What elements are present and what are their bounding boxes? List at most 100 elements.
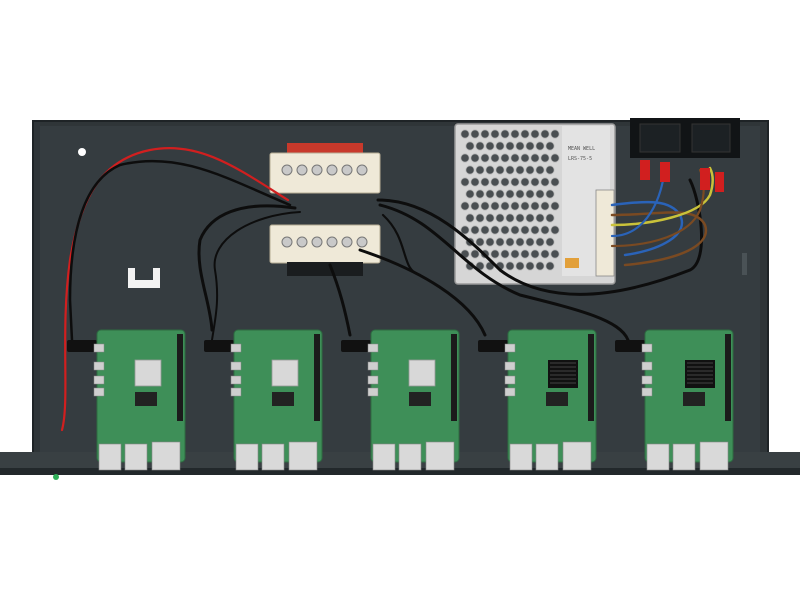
psu-model-label: LRS-75-5	[568, 156, 592, 162]
ethernet-port	[562, 441, 592, 471]
power-plug	[478, 340, 508, 352]
hdmi-port-icon	[93, 375, 105, 385]
vent-hole	[520, 129, 530, 139]
vent-hole	[525, 165, 535, 175]
vent-hole	[465, 165, 475, 175]
vent-hole	[515, 261, 525, 271]
vent-hole	[550, 129, 560, 139]
vent-hole	[530, 177, 540, 187]
vent-hole	[540, 129, 550, 139]
vent-hole	[480, 129, 490, 139]
vent-hole	[480, 201, 490, 211]
usb-port-icon	[261, 443, 285, 471]
gpio-header	[314, 334, 320, 421]
vent-hole	[545, 189, 555, 199]
vent-hole	[530, 225, 540, 235]
vent-hole	[510, 249, 520, 259]
vent-hole	[505, 261, 515, 271]
vent-hole	[510, 177, 520, 187]
gpio-header	[451, 334, 457, 421]
usb-port-icon	[535, 443, 559, 471]
vent-hole	[550, 201, 560, 211]
vent-hole	[490, 201, 500, 211]
vent-hole	[475, 165, 485, 175]
vent-hole	[480, 177, 490, 187]
vent-hole	[520, 177, 530, 187]
wire-black-psu-2	[376, 178, 703, 296]
vent-hole	[460, 225, 470, 235]
vent-hole	[545, 213, 555, 223]
vent-hole	[520, 249, 530, 259]
usb-port-icon	[509, 443, 533, 471]
soc-chip	[134, 359, 162, 387]
vent-hole	[525, 237, 535, 247]
usb-port-icon	[398, 443, 422, 471]
gpio-header	[588, 334, 594, 421]
vent-hole	[505, 189, 515, 199]
vent-hole	[470, 225, 480, 235]
ac-inlet-icon	[630, 118, 740, 158]
terminal-screws-bottom	[281, 236, 368, 248]
wire-black-board-2	[211, 211, 301, 341]
status-led-icon	[53, 474, 59, 480]
vent-hole	[540, 201, 550, 211]
hdmi-port-icon	[367, 387, 379, 397]
usb-port-icon	[230, 343, 242, 353]
vent-hole	[490, 177, 500, 187]
vent-hole	[545, 237, 555, 247]
vent-hole	[545, 261, 555, 271]
vent-hole	[505, 141, 515, 151]
usb-port-icon	[672, 443, 696, 471]
wire-black-board-1	[197, 204, 297, 332]
mounting-hole	[78, 148, 86, 156]
vent-hole	[500, 249, 510, 259]
terminal-screws-top	[281, 164, 368, 176]
hdmi-port-icon	[230, 387, 242, 397]
soc-chip	[408, 359, 436, 387]
power-supply: MEAN WELL LRS-75-5	[454, 123, 616, 285]
vent-hole	[525, 213, 535, 223]
power-plug	[341, 340, 371, 352]
power-plug	[615, 340, 645, 352]
vent-hole	[495, 237, 505, 247]
vent-hole	[475, 141, 485, 151]
vent-hole	[510, 225, 520, 235]
vent-hole	[485, 141, 495, 151]
usb-port-icon	[504, 343, 516, 353]
vent-hole	[500, 225, 510, 235]
usb-port-icon	[93, 343, 105, 353]
vent-hole	[480, 153, 490, 163]
vent-hole	[515, 213, 525, 223]
vent-hole	[500, 153, 510, 163]
vent-hole	[495, 141, 505, 151]
vent-hole	[475, 237, 485, 247]
vent-hole	[535, 189, 545, 199]
ram-chip	[272, 392, 294, 406]
vent-hole	[485, 213, 495, 223]
vent-hole	[495, 189, 505, 199]
heatsink	[548, 360, 578, 388]
vent-hole	[525, 189, 535, 199]
vent-hole	[460, 153, 470, 163]
vent-hole	[470, 153, 480, 163]
raspberry-pi-board	[615, 329, 734, 471]
vent-hole	[500, 177, 510, 187]
vent-hole	[470, 177, 480, 187]
hdmi-port-icon	[93, 387, 105, 397]
power-plug	[67, 340, 97, 352]
psu-terminal-block	[595, 189, 615, 277]
vent-hole	[460, 201, 470, 211]
vent-hole	[530, 201, 540, 211]
hdmi-port-icon	[93, 361, 105, 371]
vent-hole	[485, 237, 495, 247]
ethernet-port	[425, 441, 455, 471]
wire-brown	[610, 211, 708, 267]
wire-black-psu	[378, 203, 630, 342]
vent-hole	[535, 261, 545, 271]
vent-hole	[475, 213, 485, 223]
vent-hole	[465, 213, 475, 223]
vent-hole	[470, 129, 480, 139]
vent-hole	[465, 141, 475, 151]
vent-hole	[490, 129, 500, 139]
